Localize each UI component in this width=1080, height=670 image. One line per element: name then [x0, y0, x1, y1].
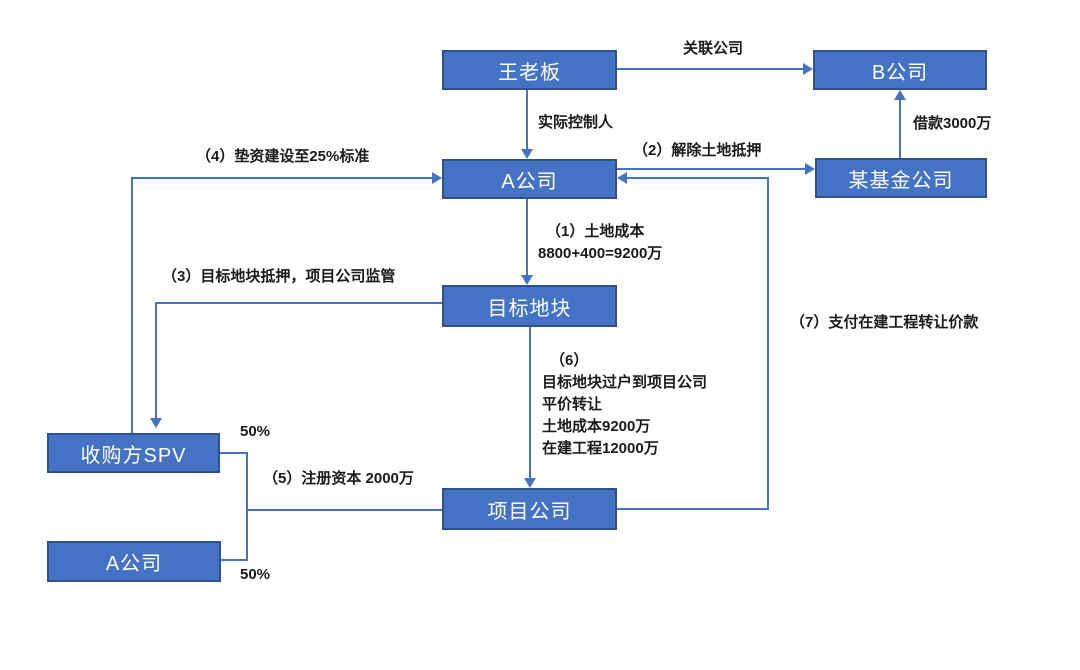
- edge-step5-a2-stub: [221, 559, 248, 561]
- edge-step3-hline: [155, 302, 442, 304]
- label-step6-line4: 土地成本9200万: [542, 418, 651, 435]
- label-step6-line3: 平价转让: [542, 396, 603, 413]
- node-acquirer-spv: 收购方SPV: [47, 433, 220, 473]
- label-actual-controller: 实际控制人: [538, 114, 614, 131]
- node-company-b: B公司: [813, 50, 987, 90]
- edge-step1-arrowhead: [521, 275, 533, 285]
- node-wang-laoban: 王老板: [442, 50, 617, 90]
- edge-loan-line: [899, 99, 901, 158]
- edge-step2-line: [617, 168, 805, 170]
- edge-step4-hline: [131, 177, 432, 179]
- node-company-a-bottom: A公司: [47, 541, 221, 582]
- edge-step6-arrowhead: [524, 478, 536, 488]
- label-step6-transfer-block: （6） 目标地块过户到项目公司 平价转让 土地成本9200万 在建工程12000…: [542, 350, 707, 460]
- edge-step5-spv-stub: [220, 452, 248, 454]
- label-step1-line1: （1）土地成本: [546, 223, 645, 240]
- label-step6-line2: 目标地块过户到项目公司: [542, 374, 708, 391]
- edge-step5-vline: [246, 452, 248, 561]
- edge-controller-line: [526, 90, 528, 151]
- edge-step6-line: [529, 327, 531, 478]
- label-step7-pay-transfer-price: （7）支付在建工程转让价款: [790, 314, 979, 331]
- label-step1-line2: 8800+400=9200万: [538, 245, 663, 262]
- label-affiliated-company: 关联公司: [683, 40, 744, 57]
- edge-step4-arrowhead: [432, 172, 442, 184]
- node-project-company: 项目公司: [442, 488, 617, 530]
- label-step2-release-mortgage: （2）解除土地抵押: [633, 142, 762, 159]
- edge-affiliated-line: [617, 68, 805, 70]
- label-loan-3000: 借款3000万: [913, 115, 992, 132]
- edge-affiliated-arrowhead: [803, 63, 813, 75]
- node-target-land: 目标地块: [442, 285, 617, 327]
- label-step4-advance-construction: （4）垫资建设至25%标准: [196, 148, 370, 165]
- edge-step7-top-hline: [627, 177, 768, 179]
- label-step6-line1: （6）: [550, 352, 589, 369]
- node-fund-company: 某基金公司: [815, 158, 987, 198]
- edge-step5-hline: [246, 509, 442, 511]
- node-company-a: A公司: [442, 159, 617, 199]
- label-company-a-50pct: 50%: [240, 566, 271, 583]
- edge-step3-vline: [155, 302, 157, 418]
- label-step5-registered-capital: （5）注册资本 2000万: [263, 470, 414, 487]
- label-step3-land-mortgage-supervision: （3）目标地块抵押，项目公司监管: [162, 268, 396, 285]
- edge-controller-arrowhead: [521, 149, 533, 159]
- label-step1-land-cost: （1）土地成本 8800+400=9200万: [538, 221, 662, 265]
- label-step6-line5: 在建工程12000万: [542, 440, 659, 457]
- edge-step7-arrowhead: [617, 172, 627, 184]
- edge-step3-arrowhead: [150, 418, 162, 428]
- edge-step1-line: [526, 199, 528, 275]
- edge-step2-arrowhead: [805, 163, 815, 175]
- edge-step4-vline: [131, 177, 133, 433]
- edge-loan-arrowhead: [894, 90, 906, 100]
- edge-step7-bottom-hline: [617, 508, 769, 510]
- label-spv-50pct: 50%: [240, 423, 271, 440]
- edge-step7-vline: [767, 177, 769, 510]
